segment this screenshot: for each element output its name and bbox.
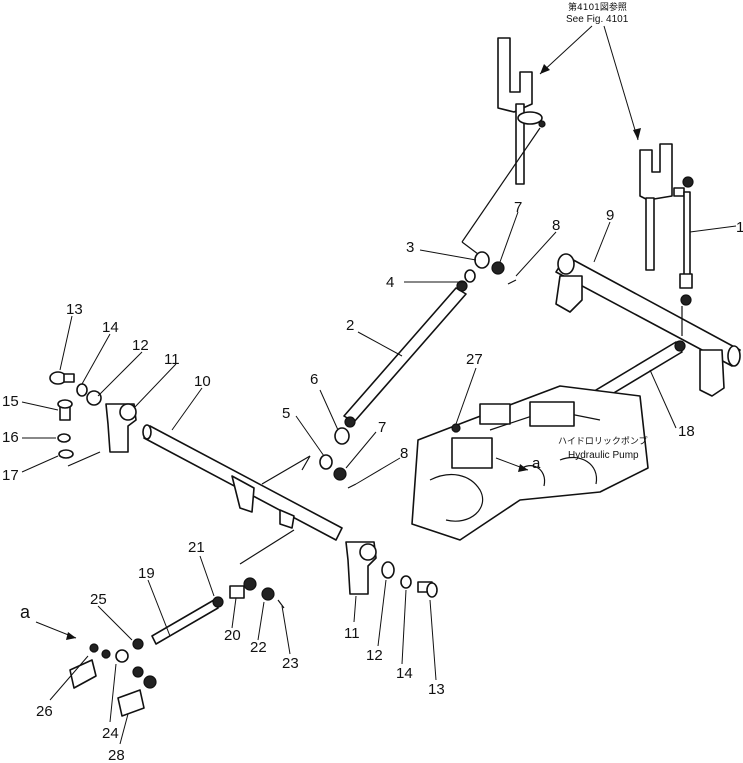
view-marker-left: a [20, 602, 31, 622]
hardware-left [49, 371, 102, 459]
hardware-right [381, 561, 438, 598]
callout-13-left: 13 [66, 301, 83, 318]
view-arrow-a [35, 621, 77, 640]
reference-note-en: See Fig. 4101 [566, 14, 629, 25]
callout-24: 24 [102, 725, 119, 742]
joint-upper [464, 251, 517, 285]
upper-lever-left [497, 37, 546, 185]
callout-13-right: 13 [428, 681, 445, 698]
callout-28: 28 [108, 747, 125, 763]
callout-17: 17 [2, 467, 19, 484]
rod-19 [151, 577, 285, 645]
callout-20: 20 [224, 627, 241, 644]
callout-27: 27 [466, 351, 483, 368]
callout-23: 23 [282, 655, 299, 672]
pump-label-jp: ハイドロリックポンプ [558, 436, 648, 447]
shaft-9 [555, 253, 741, 397]
callout-14-left: 14 [102, 319, 119, 336]
guide-line-3 [461, 127, 541, 243]
callout-2: 2 [346, 317, 354, 334]
callout-14-right: 14 [396, 665, 413, 682]
callout-8-upper: 8 [552, 217, 560, 234]
shaft-10 [142, 424, 343, 565]
callout-26: 26 [36, 703, 53, 720]
callout-15: 15 [2, 393, 19, 410]
pump-label-en: Hydraulic Pump [568, 450, 639, 461]
rod-1 [679, 191, 693, 306]
leader-lines [21, 211, 737, 745]
callout-12-left: 12 [132, 337, 149, 354]
bracket-11-right [345, 541, 377, 595]
view-marker-pump: a [532, 455, 541, 472]
callout-7-upper: 7 [514, 199, 522, 216]
hydraulic-pump [411, 385, 649, 541]
callout-12-right: 12 [366, 647, 383, 664]
callout-9: 9 [606, 207, 614, 224]
reference-note-jp: 第4101図参照 [568, 1, 627, 13]
callout-8-lower: 8 [400, 445, 408, 462]
joint-lower [319, 427, 357, 489]
callout-16: 16 [2, 429, 19, 446]
callouts: 1 2 3 4 5 6 7 7 8 8 9 10 11 11 12 12 13 … [2, 199, 743, 763]
callout-3: 3 [406, 239, 414, 256]
callout-10: 10 [194, 373, 211, 390]
callout-19: 19 [138, 565, 155, 582]
callout-7-lower: 7 [378, 419, 386, 436]
callout-5: 5 [282, 405, 290, 422]
callout-22: 22 [250, 639, 267, 656]
callout-11-right: 11 [344, 625, 360, 642]
bracket-11-left [105, 403, 137, 453]
callout-21: 21 [188, 539, 205, 556]
callout-4: 4 [386, 274, 394, 291]
callout-6: 6 [310, 371, 318, 388]
upper-lever-right [639, 143, 694, 271]
reference-arrows [539, 25, 641, 141]
rod-2 [343, 280, 468, 428]
callout-18: 18 [678, 423, 695, 440]
callout-25: 25 [90, 591, 107, 608]
callout-1: 1 [736, 219, 743, 236]
view-arrow-a-pump [495, 457, 529, 472]
callout-11-left: 11 [164, 351, 180, 368]
clevis-lower-left [69, 638, 157, 717]
